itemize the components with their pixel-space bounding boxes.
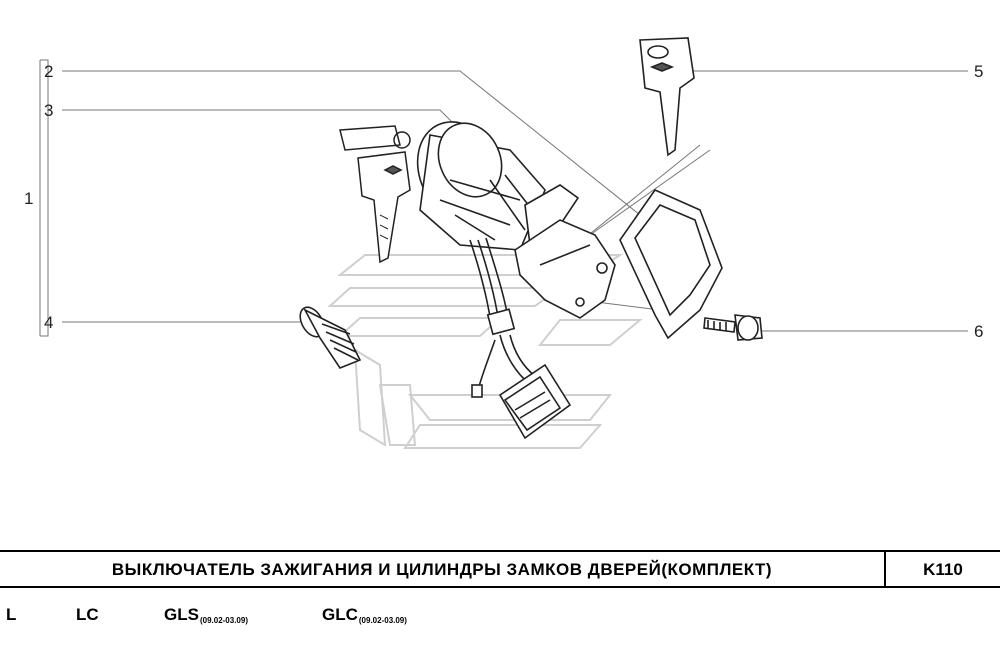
variant-list: L LC GLS(09.02-03.09) GLC(09.02-03.09) (0, 605, 1000, 635)
key (639, 37, 695, 157)
bolt (703, 314, 763, 341)
callout-6: 6 (974, 322, 984, 341)
wiring-harness (469, 237, 536, 398)
variant-lc: LC (76, 605, 99, 624)
section-code: K110 (923, 560, 963, 579)
variant-l: L (6, 605, 17, 624)
callout-3: 3 (44, 101, 54, 120)
leader-lines (39, 59, 968, 337)
callout-2: 2 (44, 62, 54, 81)
steering-lock-housing (514, 219, 616, 319)
switch-keys (339, 125, 411, 264)
connector-plug (498, 363, 572, 440)
variant-glc: GLC(09.02-03.09) (322, 605, 407, 625)
title-divider (884, 552, 886, 586)
callout-5: 5 (974, 62, 984, 81)
title-bar: ВЫКЛЮЧАТЕЛЬ ЗАЖИГАНИЯ И ЦИЛИНДРЫ ЗАМКОВ … (0, 550, 1000, 588)
variant-gls: GLS(09.02-03.09) (164, 605, 248, 625)
parts-diagram (39, 37, 968, 449)
callout-4: 4 (44, 313, 54, 332)
shroud-cover (619, 189, 723, 340)
diagram-title: ВЫКЛЮЧАТЕЛЬ ЗАЖИГАНИЯ И ЦИЛИНДРЫ ЗАМКОВ … (111, 560, 773, 579)
door-lock-cylinder (299, 306, 362, 369)
callout-1: 1 (24, 189, 34, 208)
